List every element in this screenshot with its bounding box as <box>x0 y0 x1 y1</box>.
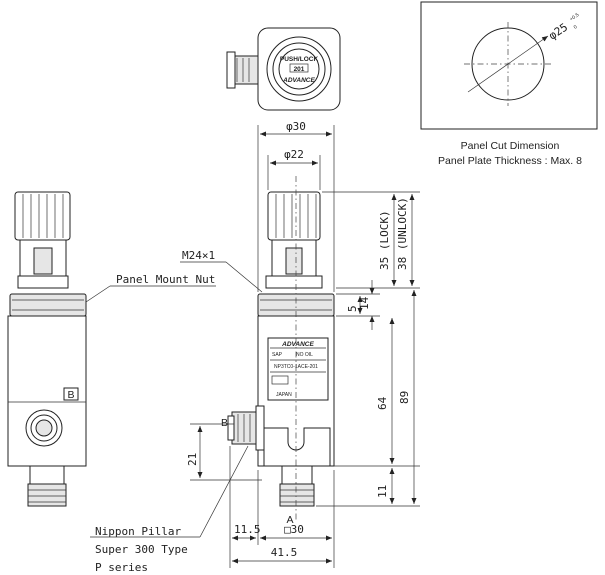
panel-mount-nut-callout: Panel Mount Nut <box>116 273 215 286</box>
front-view: ADVANCE SAP NO OIL NP3TC0-1ACE-201 JAPAN <box>227 191 335 507</box>
panel-cut-diameter: φ25 <box>546 21 570 43</box>
dim-diameter-22: φ22 <box>284 148 304 161</box>
dim-square-30: □30 <box>284 523 304 536</box>
top-view-push-label: PUSH/LOCK <box>280 56 319 63</box>
panel-cut-diagram: φ25 +0.5 0 <box>420 1 598 130</box>
dim-unlock-38: 38 (UNLOCK) <box>396 197 409 270</box>
dim-41-5: 41.5 <box>271 546 298 559</box>
dim-89: 89 <box>398 391 411 404</box>
seal-callout-3: P series <box>95 561 148 574</box>
top-view-brand: ADVANCE <box>282 77 315 84</box>
side-view-port-b: B <box>67 389 74 401</box>
dim-11-5: 11.5 <box>234 523 261 536</box>
bottom-port-a: A <box>286 514 293 526</box>
panel-cut-tol-upper: +0.5 <box>569 12 581 23</box>
nameplate-label: SAP <box>272 352 283 358</box>
dim-lock-35: 35 (LOCK) <box>378 210 391 270</box>
nameplate-brand: ADVANCE <box>281 341 314 348</box>
dim-21: 21 <box>186 453 199 466</box>
dim-diameter-30: φ30 <box>286 120 306 133</box>
top-view-number: 201 <box>294 66 305 73</box>
dim-11: 11 <box>376 485 389 498</box>
dim-64: 64 <box>376 396 389 410</box>
panel-cut-caption: Panel Cut Dimension <box>461 140 560 152</box>
top-view: PUSH/LOCK 201 ADVANCE <box>226 27 341 111</box>
nameplate-value-1: NO OIL <box>296 352 313 358</box>
nameplate-value-3: JAPAN <box>276 392 292 398</box>
thread-callout: M24×1 <box>182 249 215 262</box>
seal-callout-1: Nippon Pillar <box>95 525 181 538</box>
panel-cut-tol-lower: 0 <box>573 24 579 31</box>
side-view: B <box>7 191 87 507</box>
dim-5: 5 <box>346 305 359 312</box>
panel-thickness-caption: Panel Plate Thickness : Max. 8 <box>438 155 582 167</box>
front-view-port-b: B <box>221 417 228 429</box>
seal-callout-2: Super 300 Type <box>95 543 188 556</box>
